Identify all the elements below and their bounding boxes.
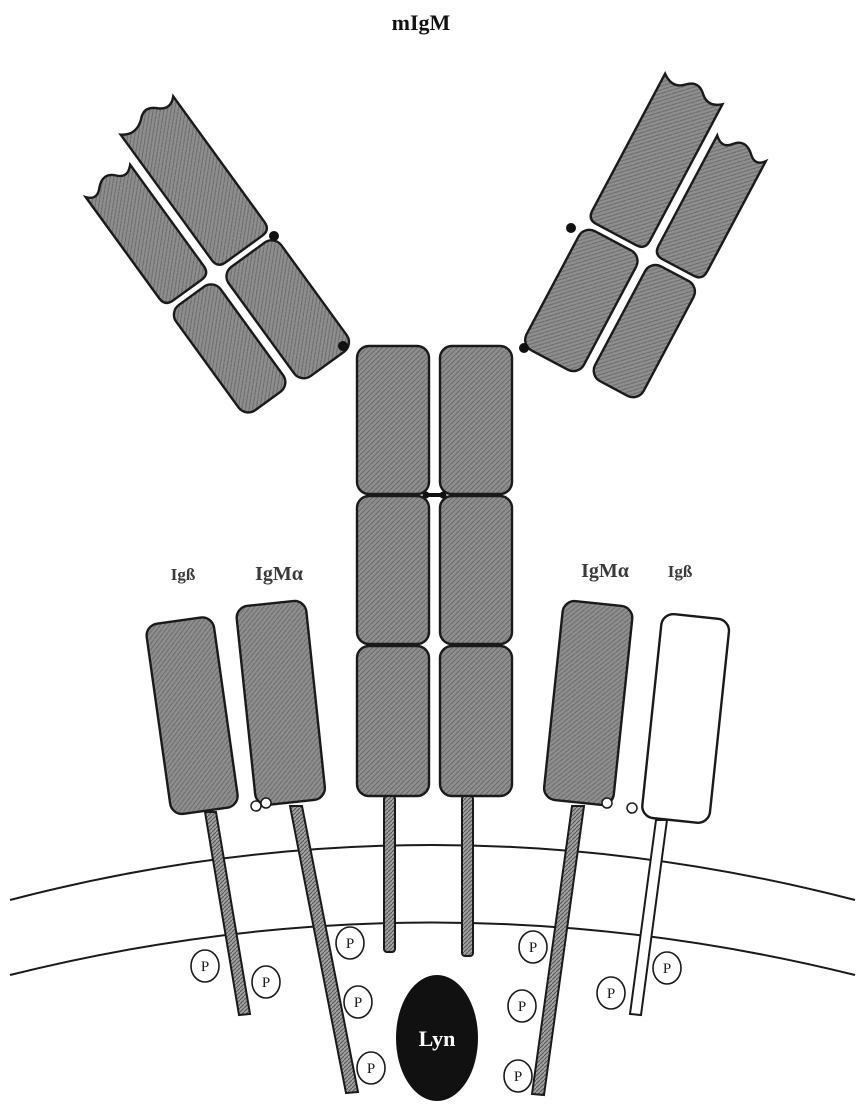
phospho-site: P <box>597 977 625 1009</box>
fc-left-transmembrane-tail <box>384 796 395 952</box>
left-ig-beta: Igß <box>145 565 250 1015</box>
svg-text:P: P <box>346 936 354 952</box>
fc-right-domain-3 <box>440 646 512 796</box>
left-igm-alpha-label: IgMα <box>255 563 303 585</box>
left-ig-beta-domain <box>145 616 239 816</box>
lyn-kinase: Lyn <box>397 976 477 1100</box>
fc-left-domain-2 <box>357 496 429 644</box>
diagram-title: mIgM <box>392 10 451 35</box>
phospho-site: P <box>191 950 219 982</box>
right-igm-alpha-label: IgMα <box>581 560 629 582</box>
left-ig-beta-tail <box>205 812 250 1015</box>
phospho-site: P <box>508 990 536 1022</box>
phospho-site: P <box>336 927 364 959</box>
fc-right-transmembrane-tail <box>462 796 473 956</box>
left-disulfide-ring-1 <box>251 801 261 811</box>
svg-text:P: P <box>663 961 671 977</box>
right-ig-beta-tail <box>630 820 667 1015</box>
left-hinge-dot <box>338 341 348 351</box>
right-hinge-dot <box>519 343 529 353</box>
phospho-site: P <box>344 986 372 1018</box>
fc-bond-dot-left <box>423 492 430 499</box>
fc-right-domain-2 <box>440 496 512 644</box>
left-igm-alpha-domain <box>236 600 327 806</box>
phospho-site: P <box>519 931 547 963</box>
svg-text:P: P <box>514 1069 522 1085</box>
left-fab-arm <box>83 92 354 417</box>
membrane-outer-line <box>10 845 855 900</box>
fc-left-domain-3 <box>357 646 429 796</box>
right-ig-beta-domain <box>641 613 730 824</box>
left-disulfide-dot <box>269 231 279 241</box>
svg-text:P: P <box>518 999 526 1015</box>
right-ig-beta-label: Igß <box>668 562 693 581</box>
svg-text:P: P <box>529 940 537 956</box>
left-disulfide-ring-2 <box>261 798 271 808</box>
phospho-site: P <box>252 966 280 998</box>
fc-right-domain-1 <box>440 346 512 494</box>
right-disulfide-dot <box>566 223 576 233</box>
right-disulfide-ring-2 <box>627 803 637 813</box>
lyn-kinase-label: Lyn <box>419 1026 456 1051</box>
left-igm-alpha: IgMα <box>236 563 358 1093</box>
fc-stem <box>357 346 512 956</box>
svg-text:P: P <box>354 995 362 1011</box>
svg-text:P: P <box>607 986 615 1002</box>
phospho-site: P <box>504 1060 532 1092</box>
svg-text:P: P <box>262 975 270 991</box>
phospho-site: P <box>653 952 681 984</box>
membrane-inner-line <box>10 923 855 976</box>
phospho-site: P <box>357 1052 385 1084</box>
fc-bond-dot-right <box>440 492 447 499</box>
right-igm-alpha-domain <box>543 600 634 806</box>
right-igm-alpha: IgMα <box>532 560 633 1095</box>
right-disulfide-ring-1 <box>602 798 612 808</box>
left-ig-beta-label: Igß <box>171 565 196 584</box>
right-fab-arm <box>519 69 768 401</box>
svg-text:P: P <box>201 959 209 975</box>
svg-text:P: P <box>367 1061 375 1077</box>
fc-left-domain-1 <box>357 346 429 494</box>
